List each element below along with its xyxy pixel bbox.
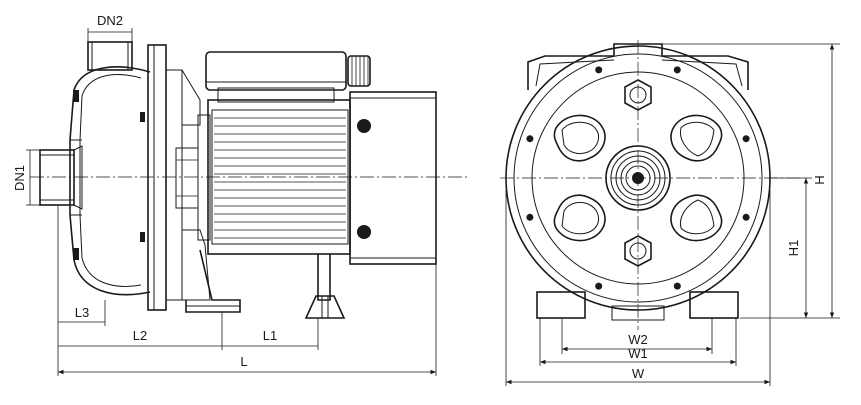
- dim-l-label: L: [240, 354, 247, 369]
- side-view: DN2 DN1 L3 L2 L1 L: [12, 13, 470, 376]
- rim-bolt: [742, 135, 750, 143]
- rim-bolt: [526, 213, 534, 221]
- terminal-box: [205, 51, 371, 103]
- front-view: W2 W1 W H H1: [500, 40, 840, 386]
- outlet-port: [87, 41, 133, 71]
- dim-w-label: W: [632, 366, 645, 381]
- dim-l3-label: L3: [75, 305, 89, 320]
- rim-bolt: [673, 66, 681, 74]
- ventilation-openings: [553, 114, 723, 242]
- rim-bolt: [526, 135, 534, 143]
- front-feet: [536, 291, 739, 321]
- dim-l2-label: L2: [133, 328, 147, 343]
- dim-l1-label: L1: [263, 328, 277, 343]
- dim-l-series: L3 L2 L1 L: [57, 205, 437, 376]
- dim-h-label: H: [812, 175, 827, 184]
- dim-w-series: W2 W1 W: [505, 190, 771, 386]
- dim-h-series: H H1: [662, 43, 840, 319]
- shaft-hub: [605, 145, 671, 211]
- motor-body: [207, 91, 437, 319]
- dim-h1-label: H1: [786, 240, 801, 257]
- dim-dn1-label: DN1: [12, 165, 27, 191]
- pump-foot: [185, 249, 241, 313]
- dim-dn2: DN2: [87, 13, 133, 42]
- dim-w2-label: W2: [628, 332, 648, 347]
- hex-plugs: [624, 79, 652, 267]
- rim-bolts: [526, 66, 750, 290]
- dim-dn1: DN1: [12, 149, 40, 206]
- coupling-housing: [175, 114, 211, 241]
- rim-bolt: [742, 213, 750, 221]
- inlet-port: [39, 145, 83, 210]
- rim-bolt: [673, 282, 681, 290]
- rim-bolt: [595, 282, 603, 290]
- dim-dn2-label: DN2: [97, 13, 123, 28]
- rim-bolt: [595, 66, 603, 74]
- mounting-flange: [147, 44, 211, 311]
- dim-w1-label: W1: [628, 346, 648, 361]
- pump-casing: [69, 66, 151, 296]
